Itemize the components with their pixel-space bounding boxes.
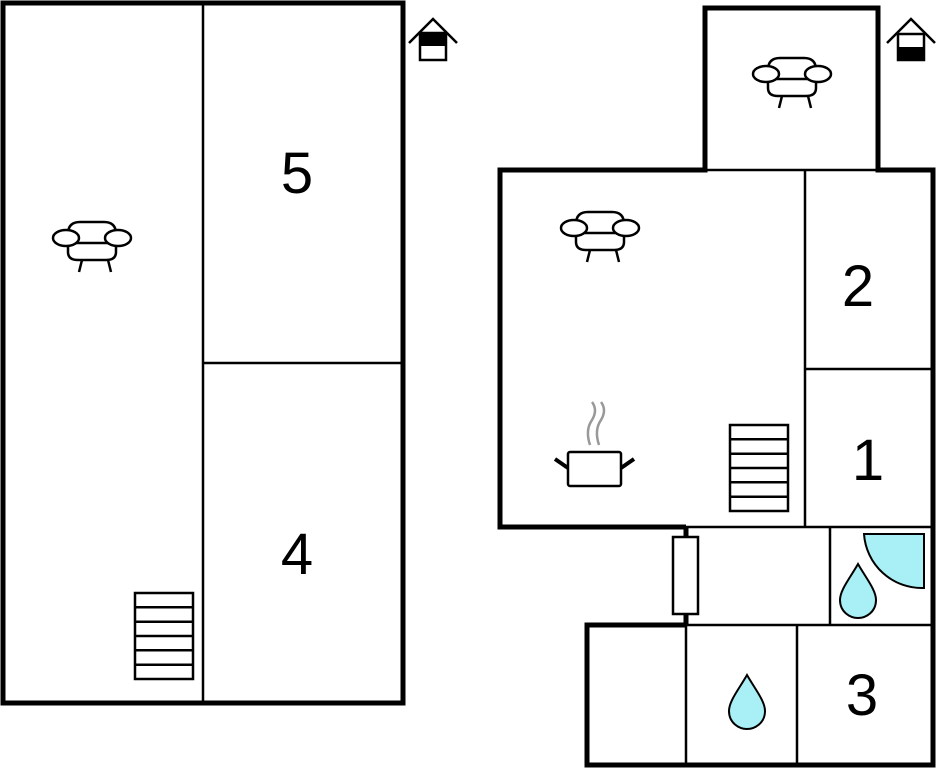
cooking-pot-icon — [553, 401, 636, 488]
water-drop-icon — [839, 563, 877, 619]
sofa-icon — [559, 210, 641, 264]
stairs-icon — [133, 591, 195, 681]
house-floor-icon — [886, 17, 936, 62]
room-label-3: 3 — [846, 663, 878, 728]
room-label-4: 4 — [281, 522, 313, 587]
outer-wall — [497, 5, 936, 768]
house-floor-icon — [408, 17, 458, 62]
door-icon — [671, 535, 700, 616]
room-label-1: 1 — [852, 428, 884, 493]
water-drop-icon — [728, 674, 766, 730]
sofa-icon — [751, 56, 833, 110]
ground-floor-plan: 2 1 3 — [497, 5, 936, 768]
shower-icon — [862, 533, 925, 590]
room-label-2: 2 — [842, 254, 874, 319]
sofa-icon — [51, 220, 133, 274]
room-label-5: 5 — [281, 141, 313, 206]
stairs-icon — [728, 423, 790, 513]
upper-floor-plan: 5 4 — [0, 0, 406, 706]
